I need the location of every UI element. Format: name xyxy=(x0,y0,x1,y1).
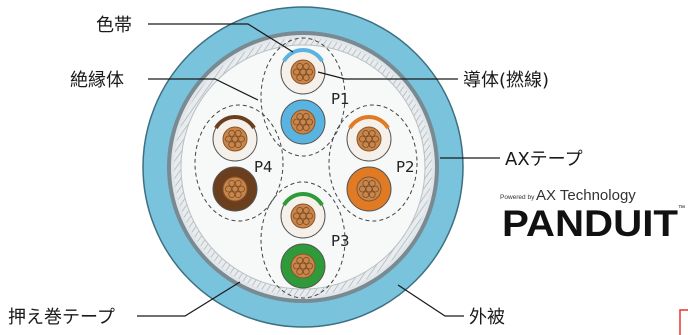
brand-logo: PANDUIT xyxy=(502,203,678,244)
leader-outer-jacket xyxy=(397,284,464,317)
brand-technology: AX Technology xyxy=(536,187,636,204)
leader-color-band xyxy=(148,23,294,53)
label-color-band: 色帯 xyxy=(96,15,132,36)
pair-label-p1: P1 xyxy=(331,90,350,108)
label-ax-tape: AXテープ xyxy=(505,149,583,170)
pair-group-p1 xyxy=(260,37,346,157)
label-outer-jacket: 外被 xyxy=(469,307,505,328)
p3-white-wire xyxy=(280,192,326,239)
p2-orange-wire xyxy=(346,166,392,212)
pair-label-p3: P3 xyxy=(331,232,350,250)
p1-white-wire xyxy=(280,48,326,95)
pair-group-p3 xyxy=(260,181,346,299)
conductor-wires xyxy=(212,48,392,289)
corner-mark xyxy=(679,309,688,335)
p2-white-wire xyxy=(346,115,392,162)
p4-white-wire xyxy=(212,115,258,162)
leader-conductor xyxy=(317,71,458,80)
brand-powered-by: Powered by xyxy=(500,194,535,201)
pair-group-p2 xyxy=(328,104,418,222)
label-insulator: 絶縁体 xyxy=(70,70,124,91)
p4-brown-wire xyxy=(212,166,258,212)
pair-label-p4: P4 xyxy=(254,158,273,176)
leader-insulator xyxy=(148,78,259,101)
leader-binding-tape xyxy=(137,281,241,317)
p3-green-wire xyxy=(280,243,326,289)
label-binding-tape: 押え巻テープ xyxy=(8,307,115,328)
pair-label-p2: P2 xyxy=(396,158,415,176)
label-conductor: 導体(撚線) xyxy=(463,70,549,91)
brand-trademark: ™ xyxy=(678,205,685,212)
pair-group-p4 xyxy=(194,104,284,222)
p1-blue-wire xyxy=(280,99,326,145)
